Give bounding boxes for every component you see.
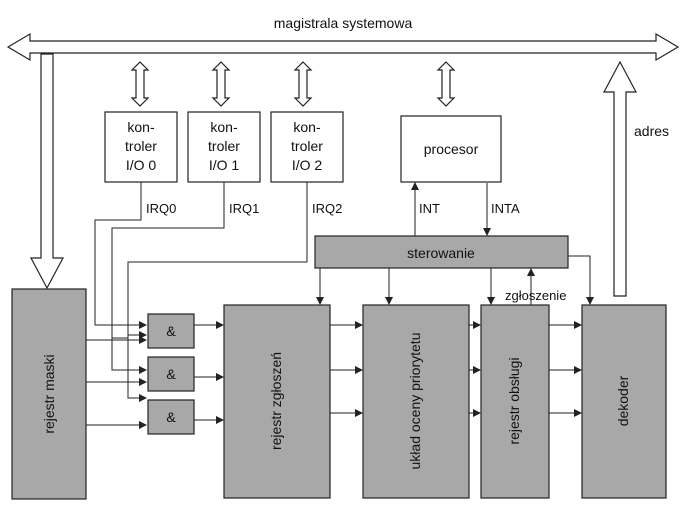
controller-label-line2: troler [291, 138, 323, 154]
control-label: sterowanie [407, 245, 475, 261]
controller-io-0: kon- troler I/O 0 [104, 111, 178, 183]
controller-label-line1: kon- [293, 119, 321, 135]
address-label: adres [634, 123, 669, 139]
and-gate-1: & [147, 356, 195, 392]
and-gate-0: & [147, 313, 195, 349]
service-register: rejestr obsługi [480, 304, 550, 499]
irq-lines [94, 182, 308, 402]
bus-to-mask-arrow [30, 53, 64, 290]
service-register-label: rejestr obsługi [506, 357, 522, 444]
system-bus [6, 32, 680, 62]
controller-label-line1: kon- [127, 119, 155, 135]
processor-label: procesor [424, 141, 479, 157]
and-gate-2: & [147, 399, 195, 435]
irq2-label: IRQ2 [312, 201, 342, 216]
controller-label-line3: I/O 1 [209, 157, 240, 173]
decoder-label: dekoder [615, 375, 631, 426]
controller-io-2: kon- troler I/O 2 [270, 111, 344, 183]
controller-label-line3: I/O 0 [126, 157, 157, 173]
and-gate-label: & [166, 323, 176, 339]
request-register-label: rejestr zgłoszeń [268, 352, 284, 450]
irq0-label: IRQ0 [146, 201, 176, 216]
data-path-wires [330, 321, 582, 417]
address-arrow [603, 60, 637, 297]
request-register: rejestr zgłoszeń [223, 304, 331, 499]
processor-block: procesor [400, 115, 502, 183]
controller-label-line3: I/O 2 [292, 157, 323, 173]
control-block: sterowanie [314, 235, 569, 269]
and-to-request-wires [194, 321, 224, 424]
bus-connectors [130, 61, 456, 107]
controller-io-1: kon- troler I/O 1 [187, 111, 261, 183]
and-gate-label: & [166, 409, 176, 425]
decoder: dekoder [581, 304, 667, 499]
controller-label-line1: kon- [210, 119, 238, 135]
controller-label-line2: troler [125, 138, 157, 154]
request-signal-label: zgłoszenie [505, 288, 566, 303]
mask-register-label: rejestr maski [41, 354, 57, 433]
irq1-label: IRQ1 [229, 201, 259, 216]
int-label: INT [419, 201, 440, 216]
inta-label: INTA [491, 201, 520, 216]
priority-evaluator: układ oceny priorytetu [362, 304, 470, 499]
control-processor-wires [411, 182, 491, 236]
mask-to-and-wires [86, 336, 147, 429]
priority-evaluator-label: układ oceny priorytetu [407, 333, 423, 470]
and-gate-label: & [166, 366, 176, 382]
controller-label-line2: troler [208, 138, 240, 154]
mask-register: rejestr maski [11, 288, 87, 500]
system-bus-label: magistrala systemowa [274, 15, 413, 31]
control-outputs [316, 255, 594, 305]
